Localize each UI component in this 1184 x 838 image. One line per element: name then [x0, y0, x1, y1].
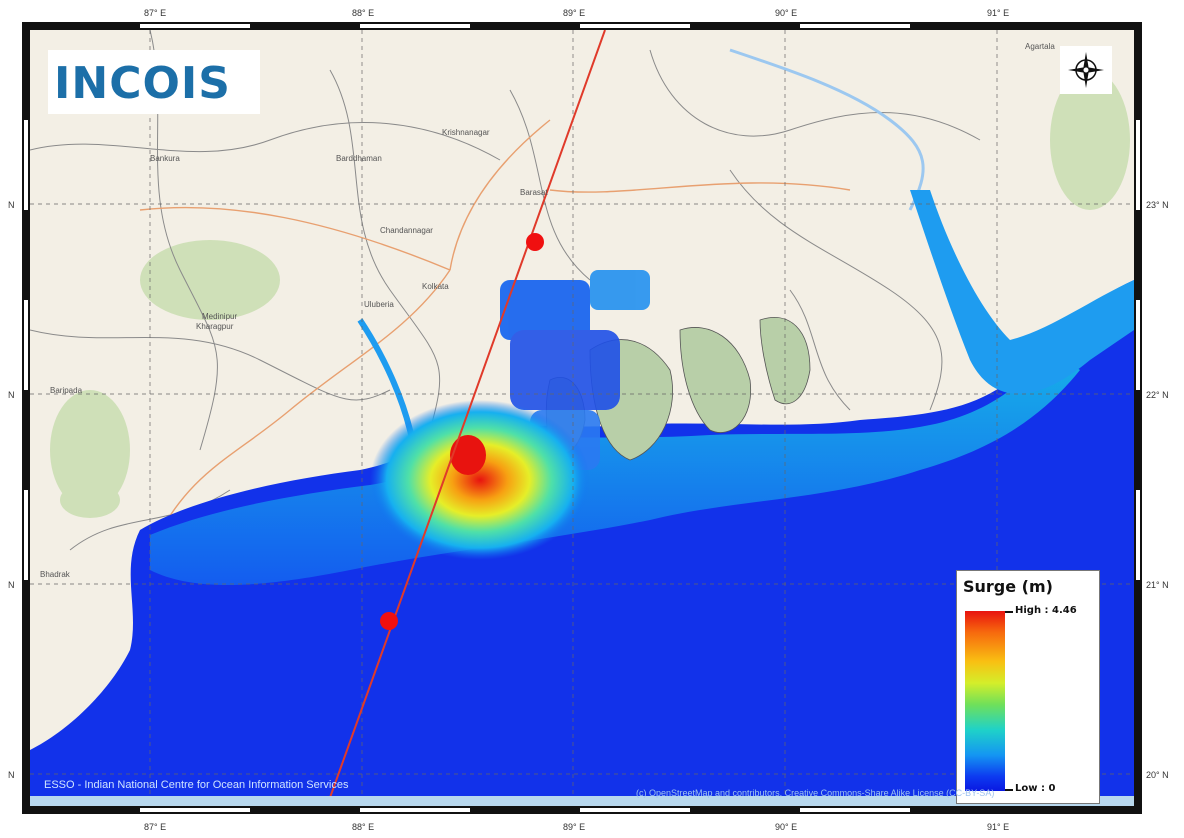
logo-text: INCOIS: [54, 58, 231, 109]
footer-credit: ESSO - Indian National Centre for Ocean …: [44, 779, 349, 791]
coastal-surge-band: [150, 350, 1080, 585]
legend-low-text: Low :: [1015, 783, 1045, 794]
lon-tick-bottom: 91° E: [987, 822, 1010, 832]
place-label: Medinipur: [202, 312, 238, 321]
lat-tick-right: 23° N: [1146, 200, 1169, 210]
bottom-strip: [30, 796, 1134, 806]
lat-tick-left: N: [8, 200, 15, 210]
admin-boundaries: [30, 30, 981, 551]
legend-high-text: High :: [1015, 605, 1049, 616]
cyclone-track: [326, 30, 606, 806]
lon-tick-bottom: 88° E: [352, 822, 375, 832]
track-position-marker[interactable]: [380, 612, 398, 630]
compass-rose: [1060, 46, 1112, 94]
border-segment: [1136, 120, 1140, 210]
lat-tick-right: 22° N: [1146, 390, 1169, 400]
border-segment: [580, 808, 690, 812]
lat-tick-right: 21° N: [1146, 580, 1169, 590]
border-segment: [360, 808, 470, 812]
place-label: Baripada: [50, 386, 83, 395]
legend-title: Surge (m): [963, 577, 1053, 596]
legend-low-label: Low : 0: [1015, 783, 1055, 794]
surge-legend: Surge (m) High : 4.46 Low : 0: [956, 570, 1100, 804]
forest-patch: [50, 390, 130, 510]
lon-tick-bottom: 90° E: [775, 822, 798, 832]
lat-tick-right: 20° N: [1146, 770, 1169, 780]
legend-color-bar: [965, 611, 1005, 791]
peak-surge: [450, 435, 486, 475]
place-label: Krishnanagar: [442, 128, 490, 137]
forest-patch: [60, 482, 120, 518]
place-label: Barddhaman: [336, 154, 382, 163]
roads: [139, 119, 851, 551]
map-canvas[interactable]: [30, 30, 1134, 806]
sea-surge-field: [30, 280, 1134, 806]
map-frame[interactable]: Bankura Barddhaman Krishnanagar Kolkata …: [30, 30, 1134, 806]
lon-tick-top: 91° E: [987, 8, 1010, 18]
border-segment: [360, 24, 470, 28]
border-segment: [1136, 300, 1140, 390]
osm-attribution: (c) OpenStreetMap and contributors, Crea…: [636, 788, 995, 798]
border-segment: [580, 24, 690, 28]
place-label: Barasat: [520, 188, 548, 197]
legend-high-value: 4.46: [1052, 605, 1077, 616]
lat-tick-left: N: [8, 390, 15, 400]
incois-logo: INCOIS: [48, 50, 260, 114]
border-segment: [140, 808, 250, 812]
place-label: Bankura: [150, 154, 180, 163]
lon-tick-top: 90° E: [775, 8, 798, 18]
border-segment: [800, 808, 910, 812]
border-segment: [24, 490, 28, 580]
forest-patch: [1050, 70, 1130, 210]
track-position-marker[interactable]: [526, 233, 544, 251]
lon-tick-top: 89° E: [563, 8, 586, 18]
estuary: [910, 190, 1134, 394]
lat-tick-left: N: [8, 580, 15, 590]
place-label: Kharagpur: [196, 322, 234, 331]
compass-icon: [1068, 52, 1104, 88]
border-segment: [140, 24, 250, 28]
border-segment: [800, 24, 910, 28]
border-segment: [24, 120, 28, 210]
legend-low-value: 0: [1048, 783, 1056, 794]
legend-high-label: High : 4.46: [1015, 605, 1077, 616]
place-label: Kolkata: [422, 282, 449, 291]
place-label: Bhadrak: [40, 570, 70, 579]
legend-tick-high: [1005, 611, 1013, 613]
map-border-left: [22, 22, 30, 814]
river: [729, 48, 925, 211]
map-border-right: [1134, 22, 1142, 814]
graticule: [30, 30, 1134, 806]
place-label: Uluberia: [364, 300, 394, 309]
lon-tick-bottom: 87° E: [144, 822, 167, 832]
surge-hotspot: [370, 400, 590, 560]
forest-patch: [140, 240, 280, 320]
lon-tick-top: 87° E: [144, 8, 167, 18]
border-segment: [24, 300, 28, 390]
border-segment: [1136, 490, 1140, 580]
place-label: Agartala: [1025, 42, 1055, 51]
lon-tick-top: 88° E: [352, 8, 375, 18]
lon-tick-bottom: 89° E: [563, 822, 586, 832]
lat-tick-left: N: [8, 770, 15, 780]
legend-tick-low: [1005, 789, 1013, 791]
place-label: Chandannagar: [380, 226, 433, 235]
